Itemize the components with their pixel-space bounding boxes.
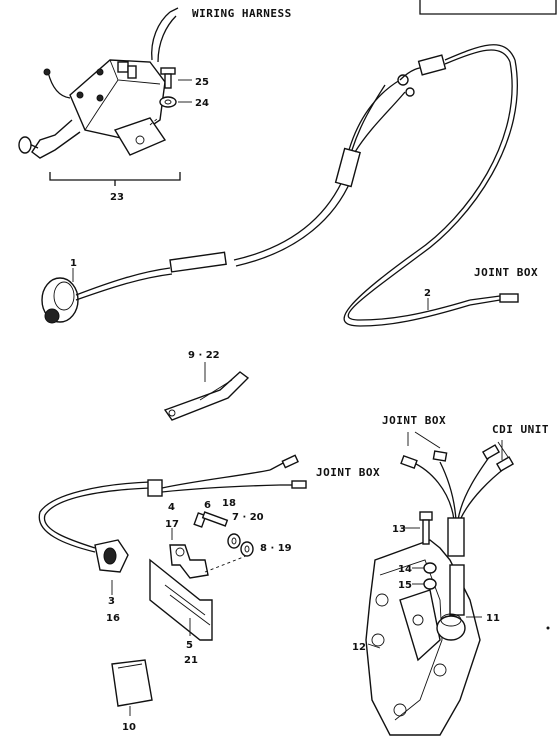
part-number-7-20: 7 · 20 [232,512,264,523]
part-number-25: 25 [195,77,209,88]
washer-24 [159,96,177,108]
part-number-13: 13 [392,524,406,535]
harness-main [233,44,519,327]
part-number-4: 4 [168,502,175,513]
part-number-8-19: 8 · 19 [260,543,292,554]
switch-1 [41,251,227,324]
caption-joint-box-left: JOINT BOX [316,466,380,479]
part-number-12: 12 [352,642,366,653]
part-number-17: 17 [165,519,179,530]
caption-joint-box-right: JOINT BOX [382,414,446,427]
part-number-24: 24 [195,98,209,109]
clamp-9-22 [163,371,250,421]
part-number-11: 11 [486,613,500,624]
bolt-13 [419,511,433,545]
part-number-1: 1 [70,258,77,269]
switch-3-16 [38,454,307,573]
part-number-16: 16 [106,613,120,624]
caption-cdi-unit: CDI UNIT [492,423,549,436]
part-number-3: 3 [108,596,115,607]
part-number-21: 21 [184,655,198,666]
part-number-14: 14 [398,564,412,575]
bolt-25 [160,67,176,89]
relay-assembly-23 [18,7,181,186]
washer-8-19 [240,541,254,557]
title-box-fragment [419,0,557,15]
washer-14 [423,562,437,574]
part-number-23: 23 [110,192,124,203]
part-number-10: 10 [122,722,136,733]
washer-15 [423,578,437,590]
caption-joint-box-top: JOINT BOX [474,266,538,279]
part-number-9-22: 9 · 22 [188,350,220,361]
part-number-6: 6 [204,500,211,511]
part-number-2: 2 [424,288,431,299]
part-number-5: 5 [186,640,193,651]
washer-7-20 [227,533,241,549]
cdi-harness [400,444,515,557]
part-number-18: 18 [222,498,236,509]
bracket-4-17 [149,544,213,641]
pad-10 [111,659,153,707]
bolt-6-18 [193,511,229,528]
part-number-15: 15 [398,580,412,591]
coil-11 [436,564,466,641]
caption-wiring-harness: WIRING HARNESS [192,7,292,20]
